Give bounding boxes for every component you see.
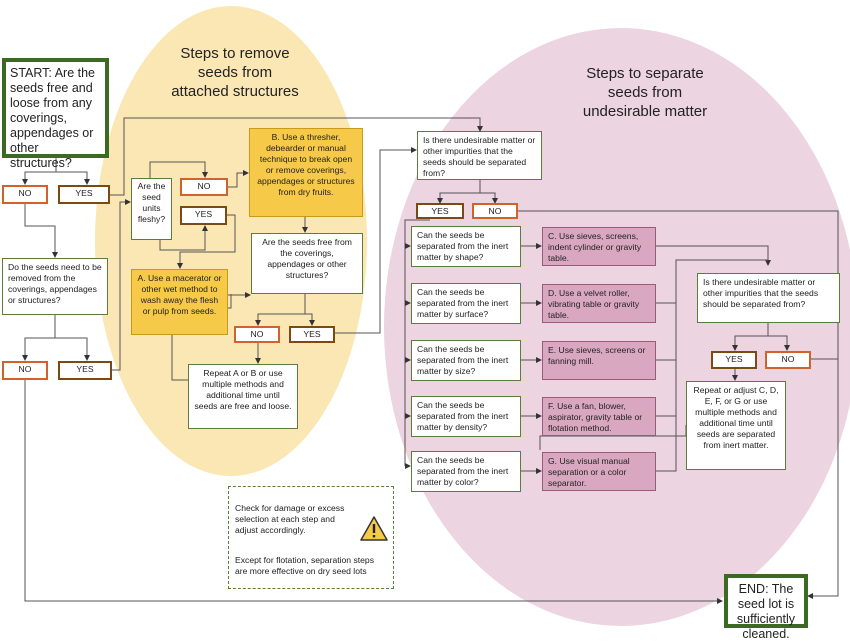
advice-note-flotation: Except for flotation, separation steps a… [235,555,375,576]
step-a-box: A. Use a macerator or other wet method t… [131,269,228,335]
separate-seeds-region [384,28,850,626]
shape-question: Can the seeds be separated from the iner… [411,226,521,267]
seeds-free-no-label: NO [234,326,280,343]
impurities-question-1: Is there undesirable matter or other imp… [417,131,542,180]
repeat-cg-box: Repeat or adjust C, D, E, F, or G or use… [686,381,786,470]
repeat-ab-box: Repeat A or B or use multiple methods an… [188,364,298,429]
impurities-1-yes-label: YES [416,203,464,219]
fleshy-question: Are the seed units fleshy? [131,178,172,240]
impurities-question-2: Is there undesirable matter or other imp… [697,273,840,323]
density-question: Can the seeds be separated from the iner… [411,396,521,437]
surface-question: Can the seeds be separated from the iner… [411,283,521,324]
removed-no-label: NO [2,361,48,380]
seeds-free-yes-label: YES [289,326,335,343]
color-question: Can the seeds be separated from the iner… [411,451,521,492]
heading-remove-seeds: Steps to remove seeds from attached stru… [171,45,299,100]
step-c-box: C. Use sieves, screens, indent cylinder … [542,227,656,266]
step-b-box: B. Use a thresher, debearder or manual t… [249,128,363,217]
step-f-box: F. Use a fan, blower, aspirator, gravity… [542,397,656,436]
size-question: Can the seeds be separated from the iner… [411,340,521,381]
fleshy-yes-label: YES [180,206,227,225]
advice-note: Check for damage or excess selection at … [228,486,394,589]
impurities-2-yes-label: YES [711,351,757,369]
end-box: END: The seed lot is sufficiently cleane… [724,574,808,641]
need-removed-question: Do the seeds need to be removed from the… [2,258,108,315]
warning-triangle-icon [360,516,388,541]
seeds-free-question: Are the seeds free from the coverings, a… [251,233,363,294]
start-yes-label: YES [58,185,110,204]
step-g-box: G. Use visual manual separation or a col… [542,452,656,491]
impurities-2-no-label: NO [765,351,811,369]
step-e-box: E. Use sieves, screens or fanning mill. [542,341,656,380]
removed-yes-label: YES [58,361,112,380]
impurities-1-no-label: NO [472,203,518,219]
heading-separate-seeds: Steps to separate seeds from undesirable… [582,65,708,120]
start-box: START: Are the seeds free and loose from… [2,58,109,170]
start-no-label: NO [2,185,48,204]
step-d-box: D. Use a velvet roller, vibrating table … [542,284,656,323]
advice-note-damage: Check for damage or excess selection at … [235,503,345,535]
fleshy-no-label: NO [180,178,228,196]
